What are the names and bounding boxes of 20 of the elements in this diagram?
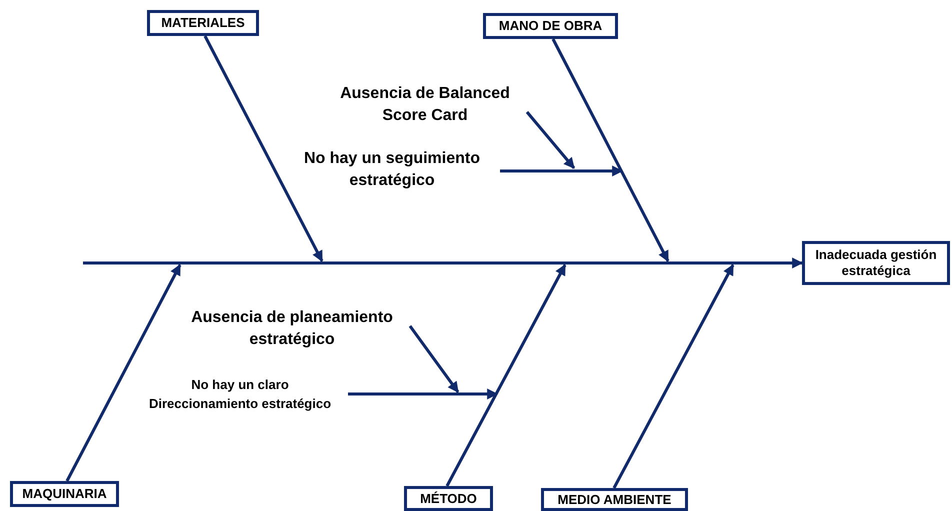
- category-box: MAQUINARIA: [10, 481, 119, 507]
- category-box: MEDIO AMBIENTE: [541, 488, 688, 511]
- arrow: [552, 38, 670, 262]
- arrow: [66, 264, 182, 482]
- arrow: [408, 325, 460, 393]
- arrow: [348, 388, 498, 400]
- arrow: [446, 264, 566, 487]
- cause-text: Ausencia de planeamiento estratégico: [172, 306, 412, 352]
- arrow: [526, 111, 576, 169]
- arrow: [612, 264, 734, 489]
- arrow: [500, 166, 624, 176]
- cause-text: No hay un claro Direccionamiento estratégico: [140, 373, 340, 415]
- cause-text: Ausencia de Balanced Score Card: [316, 82, 534, 128]
- cause-text: No hay un seguimiento estratégico: [286, 146, 498, 194]
- arrow: [83, 258, 804, 268]
- category-box: MANO DE OBRA: [483, 13, 618, 39]
- category-box: MATERIALES: [147, 10, 259, 36]
- arrow: [204, 35, 324, 262]
- category-box: Inadecuada gestión estratégica: [802, 241, 950, 285]
- category-box: MÉTODO: [404, 486, 493, 511]
